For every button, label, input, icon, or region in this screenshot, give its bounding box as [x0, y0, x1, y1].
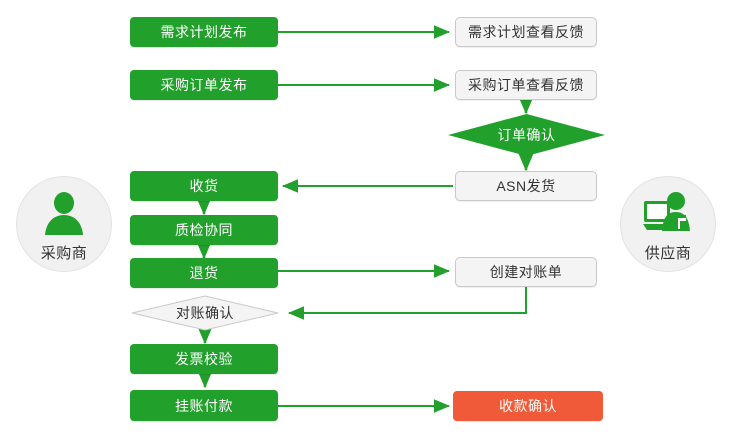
actor-supplier-label: 供应商: [644, 245, 692, 262]
node-payment-receipt-confirm-label: 收款确认: [499, 398, 557, 414]
node-order-confirm-label: 订单确认: [497, 127, 556, 143]
node-demand-plan-view-feedback[interactable]: 需求计划查看反馈: [455, 17, 597, 47]
node-purchase-order-view-feedback[interactable]: 采购订单查看反馈: [455, 70, 597, 100]
node-goods-receipt[interactable]: 收货: [130, 171, 278, 201]
node-create-reconciliation-statement[interactable]: 创建对账单: [455, 257, 597, 287]
actor-supplier: 供应商: [620, 176, 716, 272]
node-invoice-verification-label: 发票校验: [175, 351, 233, 367]
node-invoice-verification[interactable]: 发票校验: [130, 344, 278, 374]
node-asn-shipment[interactable]: ASN发货: [455, 171, 597, 201]
person-icon-glyph: [45, 192, 83, 235]
node-create-reconciliation-statement-label: 创建对账单: [489, 264, 563, 280]
diamond-shape-green: [448, 114, 605, 156]
node-return-goods-label: 退货: [189, 265, 219, 281]
node-pending-payment[interactable]: 挂账付款: [130, 390, 278, 421]
node-quality-inspection-collaboration-label: 质检协同: [175, 222, 233, 238]
node-demand-plan-publish[interactable]: 需求计划发布: [130, 17, 278, 47]
person-at-computer-icon-glyph: [643, 192, 690, 231]
node-goods-receipt-label: 收货: [189, 178, 219, 194]
node-quality-inspection-collaboration[interactable]: 质检协同: [130, 215, 278, 245]
node-purchase-order-publish-label: 采购订单发布: [160, 77, 248, 93]
node-demand-plan-view-feedback-label: 需求计划查看反馈: [468, 24, 584, 40]
node-pending-payment-label: 挂账付款: [175, 397, 233, 414]
node-return-goods[interactable]: 退货: [130, 258, 278, 288]
person-at-computer-icon: [621, 191, 715, 239]
actor-buyer: 采购商: [16, 176, 112, 272]
node-payment-receipt-confirm[interactable]: 收款确认: [453, 391, 603, 421]
node-demand-plan-publish-label: 需求计划发布: [160, 24, 248, 40]
node-reconciliation-confirm-label: 对账确认: [176, 305, 234, 321]
actor-buyer-label: 采购商: [40, 245, 88, 262]
node-reconciliation-confirm[interactable]: 对账确认: [131, 295, 279, 331]
node-purchase-order-publish[interactable]: 采购订单发布: [130, 70, 278, 100]
node-asn-shipment-label: ASN发货: [496, 178, 556, 194]
connector-statement-to-reconcile: [288, 287, 527, 320]
person-icon: [17, 191, 111, 237]
node-purchase-order-view-feedback-label: 采购订单查看反馈: [468, 77, 584, 93]
node-order-confirm[interactable]: 订单确认: [448, 114, 605, 156]
